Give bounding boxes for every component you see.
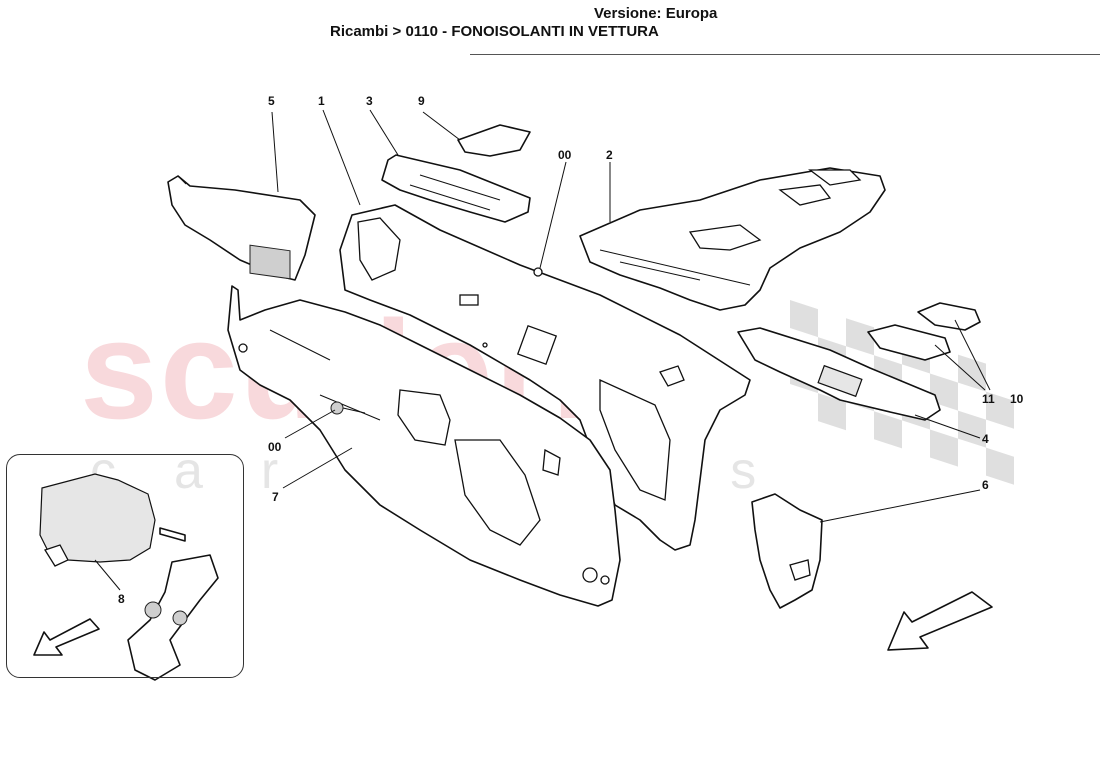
callout-8[interactable]: 8 <box>118 592 125 606</box>
part-5-side-insulation[interactable] <box>167 175 316 281</box>
page-title: Ricambi > 0110 - FONOISOLANTI IN VETTURA <box>330 23 659 40</box>
part-4-tunnel-rear[interactable] <box>737 327 941 421</box>
callout-00-top[interactable]: 00 <box>558 148 572 162</box>
part-10-pad[interactable] <box>917 302 981 331</box>
callout-6[interactable]: 6 <box>982 478 989 492</box>
part-11-pad[interactable] <box>867 324 951 361</box>
part-9-pad[interactable] <box>457 124 531 157</box>
callout-2[interactable]: 2 <box>606 148 613 162</box>
callout-10[interactable]: 10 <box>1010 392 1024 406</box>
callout-5[interactable]: 5 <box>268 94 275 108</box>
part-3-tunnel-insulation[interactable] <box>381 154 531 223</box>
part-00-fastener-b[interactable] <box>533 267 543 277</box>
part-6-side-insulation[interactable] <box>751 493 823 609</box>
callout-1[interactable]: 1 <box>318 94 325 108</box>
callout-00-left[interactable]: 00 <box>268 440 282 454</box>
part-8-pedal-insulation[interactable] <box>39 473 219 681</box>
callout-9[interactable]: 9 <box>418 94 425 108</box>
callout-7[interactable]: 7 <box>272 490 279 504</box>
direction-arrow-icon <box>887 591 993 651</box>
part-7-lower-insulation[interactable] <box>227 285 621 607</box>
part-2-floor-insulation[interactable] <box>579 167 886 311</box>
header-divider <box>470 54 1100 55</box>
callout-11[interactable]: 11 <box>982 392 995 406</box>
inset-detail-frame <box>6 454 244 678</box>
version-label: Versione: Europa <box>594 5 718 22</box>
direction-arrow-icon-inset <box>33 618 100 656</box>
page-header: Versione: Europa Ricambi > 0110 - FONOIS… <box>0 0 1100 60</box>
callout-3[interactable]: 3 <box>366 94 373 108</box>
part-1-firewall-insulation[interactable] <box>339 204 751 551</box>
callout-4[interactable]: 4 <box>982 432 989 446</box>
